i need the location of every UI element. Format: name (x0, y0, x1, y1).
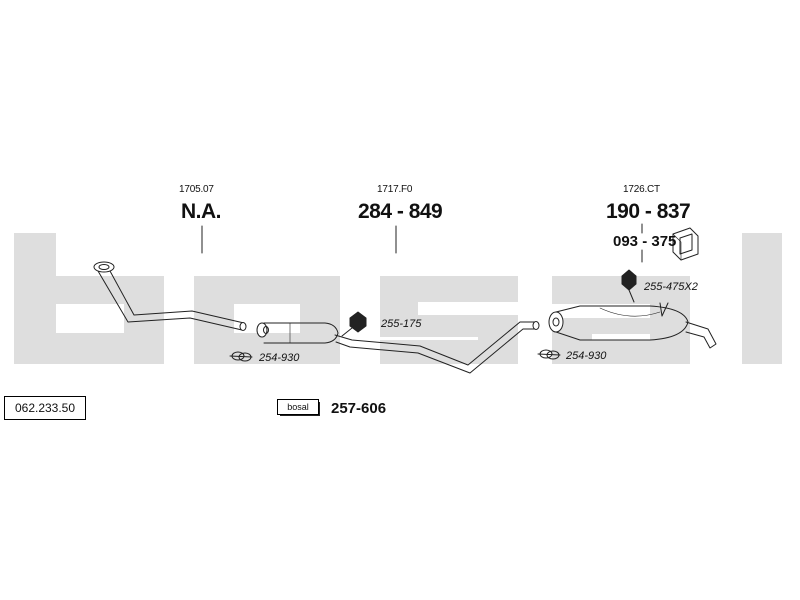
gasket-rear-part-number: 254-930 (566, 350, 607, 362)
rubber-mount-drawing (672, 227, 699, 261)
front-pipe-part-number: N.A. (181, 200, 222, 223)
diagram-id: 062.233.50 (4, 396, 86, 420)
bosal-kit-logo: bosal (277, 397, 321, 416)
gasket-front-drawing (229, 351, 253, 362)
gasket-rear-drawing (537, 349, 561, 360)
rubber-mount-part-number: 093 - 375 (613, 233, 677, 250)
clamp-rear-part-number: 255-475X2 (644, 281, 698, 293)
middle-section-drawing (256, 321, 540, 374)
rear-silencer-part-number: 190 - 837 (606, 200, 691, 223)
front-pipe-ref: 1705.07 (179, 184, 214, 195)
middle-section-part-number: 284 - 849 (358, 200, 443, 223)
fitting-kit-part-number: 257-606 (331, 400, 387, 417)
rear-silencer-ref: 1726.CT (623, 184, 660, 195)
front-pipe-drawing (93, 261, 247, 331)
rear-silencer-drawing (548, 302, 717, 349)
clamp-middle-drawing (341, 311, 367, 337)
kit-logo-text: bosal (277, 399, 319, 415)
gasket-front-part-number: 254-930 (259, 352, 300, 364)
clamp-rear-drawing (621, 269, 637, 303)
clamp-middle-part-number: 255-175 (381, 318, 422, 330)
middle-section-ref: 1717.F0 (377, 184, 413, 195)
